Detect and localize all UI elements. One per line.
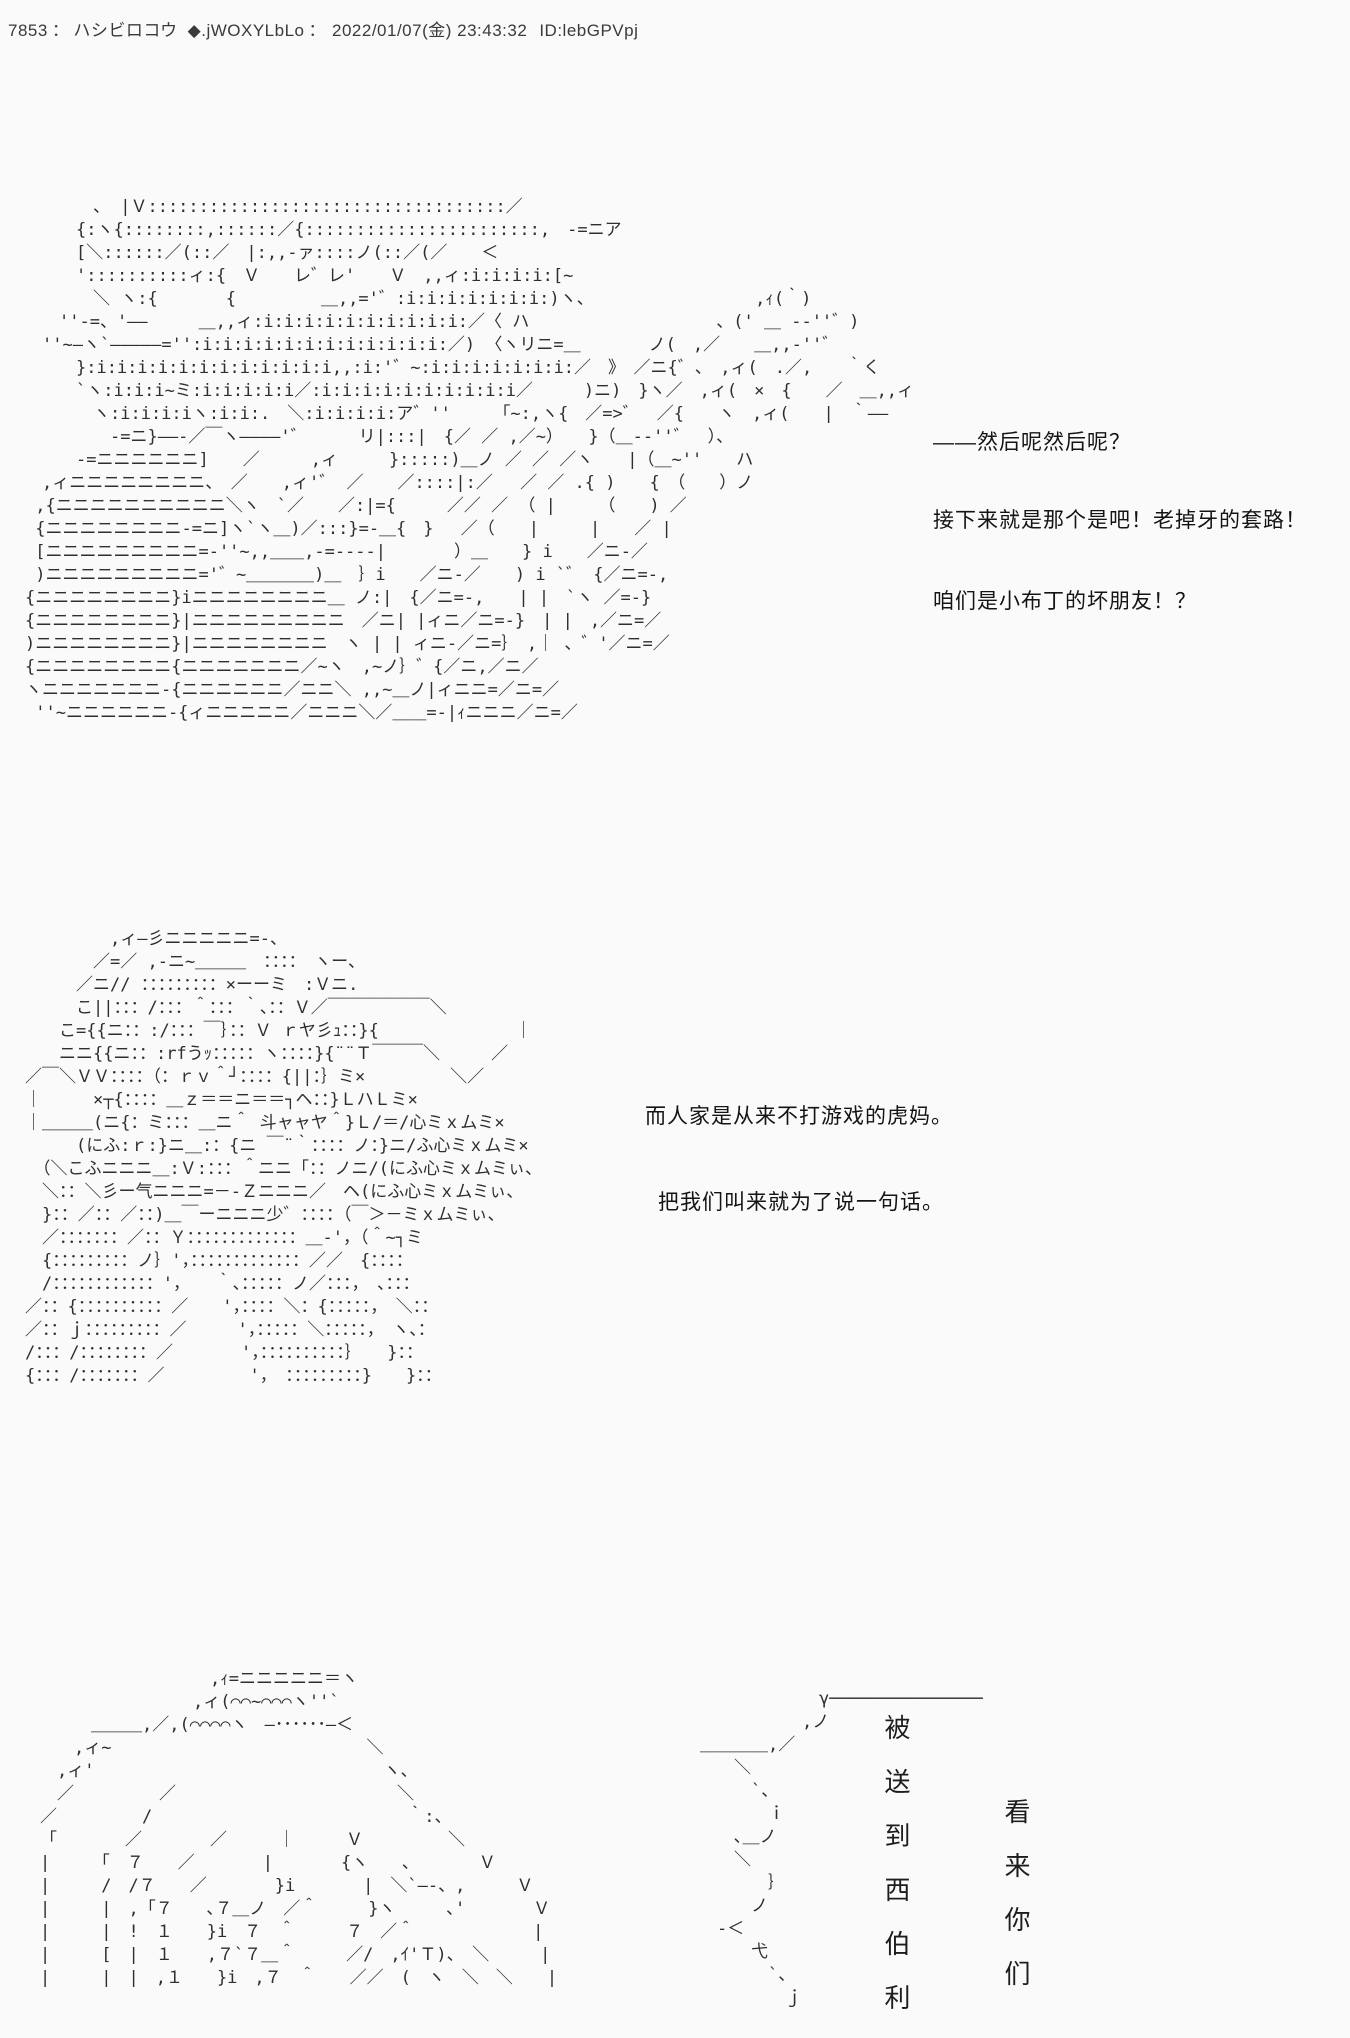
post-header: 7853：ハシビロコウ◆.jWOXYLbLo：2022/01/07(金) 23:…: [8, 16, 642, 41]
ascii-art-block-2: ,ィ―彡ニニニニニ=-、 ／=／ ,-ニ~＿＿＿ ：：：： ヽー、 ／ニ// ：…: [24, 929, 542, 1386]
vertical-text-looks: 看来你们: [1001, 1798, 1031, 2014]
post-number: 7853: [8, 21, 48, 40]
post-id: ID:lebGPVpj: [539, 21, 639, 40]
header-colon-2: ：: [308, 21, 326, 40]
dialogue-line-4: 而人家是从来不打游戏的虎妈。: [645, 1105, 953, 1128]
poster-name: ハシビロコウ: [73, 21, 178, 40]
speech-bubble-tail: γ─────────────── ,ノ ＿＿＿＿,／ ＼ `、 ｉ ､＿ノ ＼ …: [700, 1689, 983, 2008]
dialogue-line-2: 接下来就是那个是吧！老掉牙的套路！: [933, 509, 1307, 532]
dialogue-line-1: ——然后呢然后呢？: [933, 431, 1131, 454]
ascii-art-block-3: ,ｨ=ニニニニニ＝ヽ ,ィ(⌒⌒~⌒⌒⌒ヽ''` ＿＿＿,／,(⌒⌒⌒⌒ヽ ―･…: [40, 1669, 558, 1988]
dialogue-line-5: 把我们叫来就为了说一句话。: [658, 1191, 944, 1214]
poster-tripcode: ◆.jWOXYLbLo: [187, 21, 305, 40]
header-colon-1: ：: [51, 21, 70, 40]
vertical-text-exile: 被送到西伯利: [881, 1714, 911, 2038]
post-datetime: 2022/01/07(金) 23:43:32: [332, 21, 528, 40]
ascii-art-block-1: 、 |Ｖ:::::::::::::::::::::::::::::::::::／…: [24, 197, 915, 723]
dialogue-line-3: 咱们是小布丁的坏朋友！？: [933, 590, 1197, 613]
